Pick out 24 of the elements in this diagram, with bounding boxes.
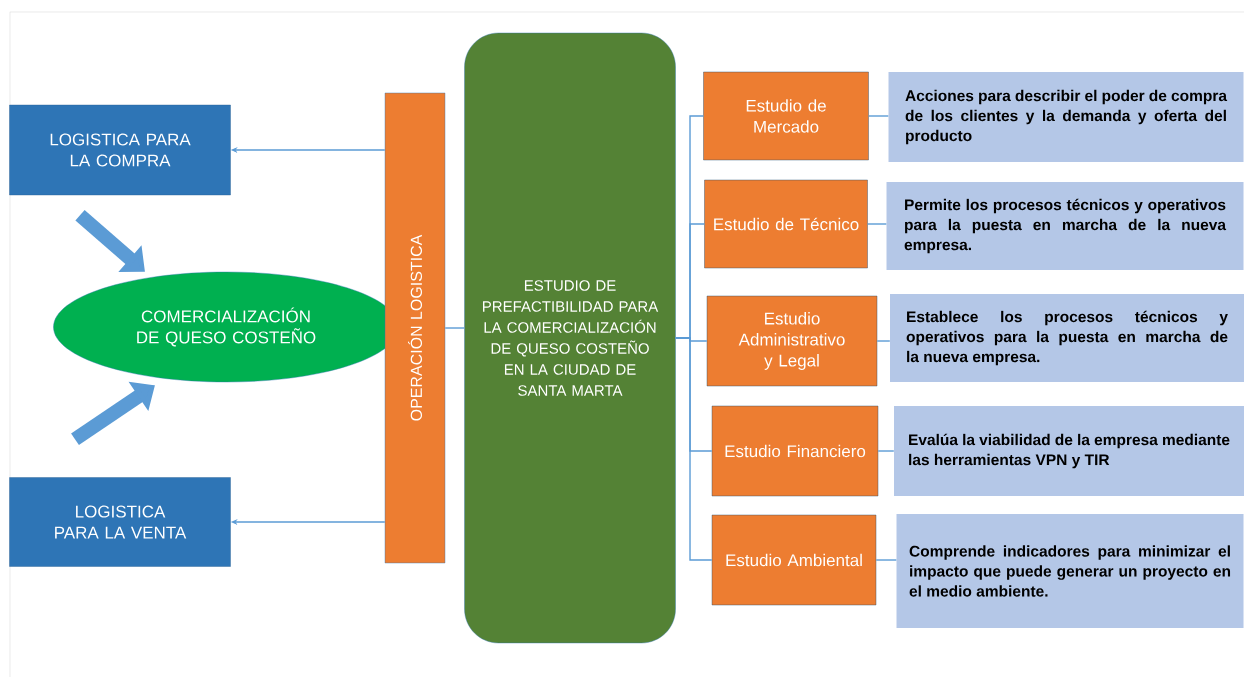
rounded-box: ESTUDIO DE PREFACTIBILIDAD PARA LA COMERCIALIZACIÓN DE QUESO COSTEÑO EN LA CIUDAD DE SANTA MARTA [464,32,676,644]
study-box: Estudio de Técnico [704,179,868,269]
ellipse-node: COMERCIALIZACIÓN DE QUESO COSTEÑO [53,271,399,383]
connector-line [868,115,889,117]
connector-line [877,450,895,452]
process-box: LOGISTICA PARA LA COMPRA [9,104,231,196]
connector-line [675,337,713,561]
process-box: LOGISTICA PARA LA VENTA [9,477,231,567]
description-box: Permite los procesos técnicos y operativos para la puesta en marcha de la nueva empresa. [886,182,1244,270]
study-box: Estudio de Mercado [703,71,869,161]
description-box: Comprende indicadores para minimizar el impacto que puede generar un proyecto en el medio ambiente. [896,514,1244,628]
connector-line [867,223,887,225]
block-arrow [75,209,145,272]
vertical-bar: OPERACIÓN LOGISTICA [384,92,446,564]
study-box: Estudio Financiero [711,405,879,497]
connector-line [876,340,891,342]
block-arrow [71,381,155,446]
connector-line [875,559,898,561]
study-box: Estudio Ambiental [711,514,877,606]
description-box: Acciones para describir el poder de compra de los clientes y la demanda y oferta del producto [888,72,1244,162]
description-box: Establece los procesos técnicos y operativos para la puesta en marcha de la nueva empresa. [890,294,1244,382]
study-box: Estudio Administrativo y Legal [706,295,878,387]
description-box: Evalúa la viabilidad de la empresa mediante las herramientas VPN y TIR [894,406,1244,496]
connector-line [444,327,465,329]
